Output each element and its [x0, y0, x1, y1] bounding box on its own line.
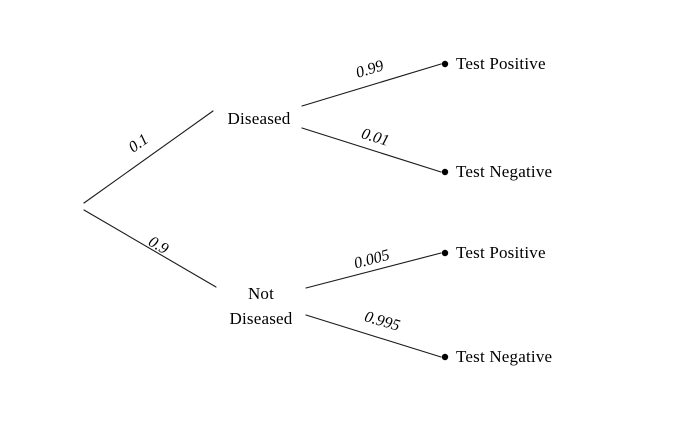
- node-label-diseased: Diseased: [227, 109, 291, 128]
- leaf-dot-diseased-positive: [441, 60, 449, 68]
- edge-diseased-to-test-positive: [301, 63, 442, 107]
- leaf-dots-group: [441, 60, 449, 361]
- edge-diseased-to-test-negative: [301, 127, 442, 173]
- leaf-label-not-diseased-positive: Test Positive: [456, 243, 546, 262]
- edge-not-diseased-to-test-negative: [305, 314, 442, 358]
- leaf-dot-not-diseased-negative: [441, 353, 449, 361]
- edge-not-diseased-to-test-positive: [305, 252, 442, 289]
- leaf-label-diseased-positive: Test Positive: [456, 54, 546, 73]
- edge-root-to-diseased: [83, 110, 214, 204]
- leaf-dot-diseased-negative: [441, 168, 449, 176]
- node-label-not-diseased-line1: Not: [247, 284, 275, 303]
- leaf-label-not-diseased-negative: Test Negative: [456, 347, 553, 366]
- leaf-dot-not-diseased-positive: [441, 249, 449, 257]
- edge-root-to-not-diseased: [83, 209, 217, 288]
- leaf-label-diseased-negative: Test Negative: [456, 162, 553, 181]
- node-label-not-diseased-line2: Diseased: [229, 309, 293, 328]
